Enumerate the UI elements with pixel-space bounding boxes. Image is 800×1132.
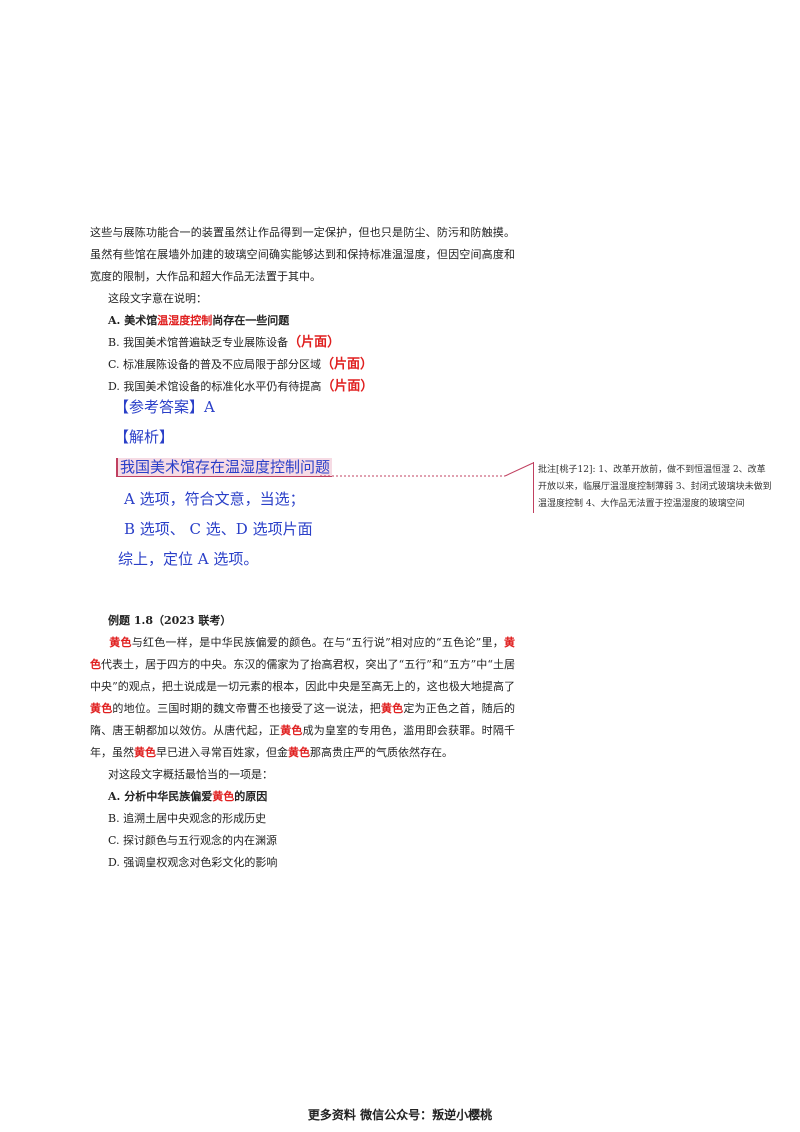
q1-option-a-post: 尚存在一些问题 — [212, 314, 290, 327]
q1-option-d: D. 我国美术馆设备的标准化水平仍有待提高（片面） — [108, 376, 373, 398]
q1-passage: 这些与展陈功能合一的装置虽然让作品得到一定保护，但也只是防尘、防污和防触摸。虽然… — [90, 222, 515, 288]
keyword-highlight: 黄色 — [90, 702, 113, 715]
q1-option-a-highlight: 温湿度控制 — [157, 314, 213, 327]
q1-option-b-tag: （片面） — [288, 335, 341, 350]
passage-segment: 那高贵庄严的气质依然存在。 — [310, 746, 453, 759]
q1-passage-line-2: 有些馆在展墙外加建的玻璃空间确实能够达到和保持标准温湿度，但因空间高度和宽度的限 — [90, 248, 516, 283]
q2-passage-text: 黄色与红色一样，是中华民族偏爱的颜色。在与“五行说”相对应的“五色论”里，黄色代… — [90, 636, 515, 759]
keyword-highlight: 黄色 — [134, 746, 156, 759]
q1-analysis-line-2: B 选项、 C 选、D 选项片面 — [124, 520, 313, 538]
q2-title: 例题 1.8（2023 联考） — [108, 614, 232, 627]
passage-segment: 定为正色之首，随后的隋、唐王朝都加以效仿。从唐代起，正 — [90, 702, 516, 737]
q1-passage-line-3: 制，大作品和超大作品无法置于其中。 — [134, 270, 321, 283]
q1-option-d-text: D. 我国美术馆设备的标准化水平仍有待提高 — [108, 380, 322, 393]
keyword-highlight: 黄色 — [109, 636, 132, 649]
q1-option-a-pre: A. 美术馆 — [108, 314, 158, 327]
q1-option-c-text: C. 标准展陈设备的普及不应局限于部分区域 — [108, 358, 322, 371]
q2-stem: 对这段文字概括最恰当的一项是： — [108, 768, 273, 781]
q1-option-b-text: B. 我国美术馆普遍缺乏专业展陈设备 — [108, 336, 289, 349]
q2-option-d: D. 强调皇权观念对色彩文化的影响 — [108, 856, 278, 869]
q2-option-c: C. 探讨颜色与五行观念的内在渊源 — [108, 834, 278, 847]
passage-segment: 早已进入寻常百姓家，但金 — [156, 746, 288, 759]
q1-passage-line-1: 这些与展陈功能合一的装置虽然让作品得到一定保护，但也只是防尘、防污和防触摸。虽然 — [90, 226, 515, 261]
keyword-highlight: 黄色 — [288, 746, 310, 759]
keyword-highlight: 黄色 — [380, 702, 404, 715]
passage-segment: 的地位。三国时期的魏文帝曹丕也接受了这一说法，把 — [112, 702, 381, 715]
q1-analysis-line-1: A 选项，符合文意，当选； — [124, 490, 305, 508]
q1-analysis-title: 【解析】 — [114, 428, 175, 446]
q1-option-c-tag: （片面） — [321, 357, 374, 372]
keyword-highlight: 黄色 — [280, 724, 303, 737]
passage-segment: 代表土，居于四方的中央。东汉的儒家为了抬高君权，突出了“五行”和“五方”中“土居… — [90, 658, 515, 693]
q1-answer: 【参考答案】A — [114, 398, 215, 416]
passage-segment: 成为皇室的专用色，滥用即会获罪。时隔千年，虽然 — [90, 724, 516, 759]
margin-comment[interactable]: 批注[桃子12]: 1、改革开放前，做不到恒温恒湿 2、改革开放以来，临展厅温湿… — [533, 462, 774, 513]
margin-comment-text: 批注[桃子12]: 1、改革开放前，做不到恒温恒湿 2、改革开放以来，临展厅温湿… — [538, 465, 772, 509]
q2-option-a: A. 分析中华民族偏爱黄色的原因 — [108, 786, 267, 808]
q2-option-a-keyword: 黄色 — [212, 790, 235, 803]
q2-option-a-post: 的原因 — [234, 790, 268, 803]
comment-connector — [320, 462, 534, 477]
q1-analysis-line-3: 综上，定位 A 选项。 — [118, 550, 259, 568]
q2-option-a-pre: A. 分析中华民族偏爱 — [108, 790, 213, 803]
q1-analysis-highlight[interactable]: 我国美术馆存在温湿度控制问题 — [116, 452, 333, 482]
q2-passage: 黄色与红色一样，是中华民族偏爱的颜色。在与“五行说”相对应的“五色论”里，黄色代… — [90, 632, 515, 764]
keyword-highlight: 黄色 — [90, 636, 515, 671]
commented-text[interactable]: 我国美术馆存在温湿度控制问题 — [116, 458, 333, 477]
q1-option-d-tag: （片面） — [321, 379, 374, 394]
q2-option-b: B. 追溯土居中央观念的形成历史 — [108, 812, 267, 825]
q1-option-b: B. 我国美术馆普遍缺乏专业展陈设备（片面） — [108, 332, 340, 354]
q1-stem: 这段文字意在说明： — [108, 292, 207, 305]
q1-option-a: A. 美术馆温湿度控制尚存在一些问题 — [108, 310, 289, 332]
q1-option-c: C. 标准展陈设备的普及不应局限于部分区域（片面） — [108, 354, 373, 376]
passage-segment: 与红色一样，是中华民族偏爱的颜色。在与“五行说”相对应的“五色论”里， — [131, 636, 504, 649]
footer: 更多资料 微信公众号：叛逆小樱桃 — [307, 1108, 493, 1122]
